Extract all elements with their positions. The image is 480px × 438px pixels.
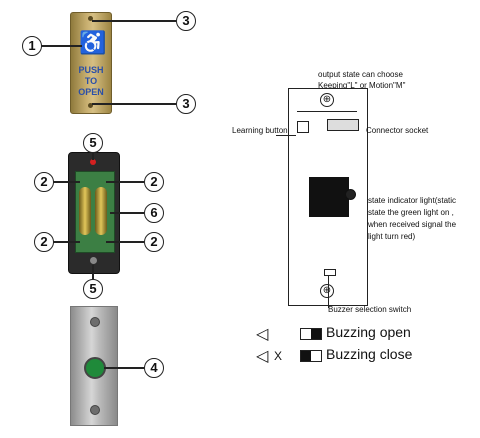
buzzer-selection-label: Buzzer selection switch	[328, 305, 412, 314]
buzzing-close-label: Buzzing close	[326, 346, 413, 362]
connector-socket-label: Connector socket	[366, 126, 429, 135]
callout-2a: 2	[34, 172, 54, 192]
state-indicator-label-3: when received signal the	[368, 220, 457, 229]
battery-right	[95, 187, 107, 235]
buzzing-open-label: Buzzing open	[326, 324, 411, 340]
push-plate: ♿ PUSH TO OPEN	[70, 12, 112, 114]
state-indicator-label-1: state indicator light(static	[368, 196, 457, 205]
leader-2d	[106, 241, 144, 243]
wheelchair-icon: ♿	[79, 30, 107, 55]
switch-open-icon	[300, 328, 322, 340]
screw-bottom	[88, 103, 93, 108]
plate-text-to: TO	[84, 76, 98, 86]
leader-6	[110, 212, 144, 214]
plate-text-open: OPEN	[78, 87, 104, 97]
callout-3b: 3	[176, 94, 196, 114]
leader-2b	[106, 181, 144, 183]
leader-3b	[92, 103, 176, 105]
leader-4	[104, 367, 144, 369]
output-state-label-2: Keeping"L" or Motion"M"	[318, 81, 406, 90]
leader-buzzer	[328, 276, 329, 308]
connector-socket	[327, 119, 359, 131]
callout-6: 6	[144, 203, 164, 223]
top-screw-icon: ⊕	[320, 93, 334, 107]
leader-learning	[276, 135, 296, 136]
leader-5a	[92, 152, 94, 160]
controller-body: ⊕ ⊕	[288, 88, 368, 306]
learning-button	[297, 121, 309, 133]
label-sticker	[309, 177, 349, 217]
screw-top	[88, 16, 93, 21]
callout-5a: 5	[83, 133, 103, 153]
callout-1: 1	[22, 36, 42, 56]
leader-3a	[92, 20, 176, 22]
state-indicator-label-2: state the green light on ,	[368, 208, 454, 217]
state-indicator-light	[345, 189, 356, 200]
output-state-label-1: output state can choose	[318, 70, 403, 79]
speaker-icon-close: ◁	[256, 346, 269, 365]
green-button	[84, 357, 106, 379]
stainless-plate	[70, 306, 118, 426]
leader-2c	[52, 241, 80, 243]
leader-2a	[52, 181, 80, 183]
screw-bottom-steel	[90, 405, 100, 415]
callout-2c: 2	[34, 232, 54, 252]
plate-text-push: PUSH	[78, 65, 104, 75]
screw-top-steel	[90, 317, 100, 327]
bottom-screw-icon: ⊕	[320, 284, 334, 298]
battery-left	[79, 187, 91, 235]
callout-2b: 2	[144, 172, 164, 192]
state-indicator-label-4: light turn red)	[368, 232, 416, 241]
callout-2d: 2	[144, 232, 164, 252]
callout-3a: 3	[176, 11, 196, 31]
callout-5b: 5	[83, 279, 103, 299]
top-ear	[297, 89, 357, 112]
leader-5b	[92, 265, 94, 279]
x-mark-icon: X	[274, 349, 283, 363]
callout-4: 4	[144, 358, 164, 378]
red-led	[90, 159, 96, 165]
speaker-icon-open: ◁	[256, 324, 269, 343]
screw-hole-bottom	[90, 257, 97, 264]
leader-1	[40, 45, 82, 47]
buzzer-switch	[324, 269, 336, 276]
switch-close-icon	[300, 350, 322, 362]
learning-button-label: Learning button	[232, 126, 288, 135]
